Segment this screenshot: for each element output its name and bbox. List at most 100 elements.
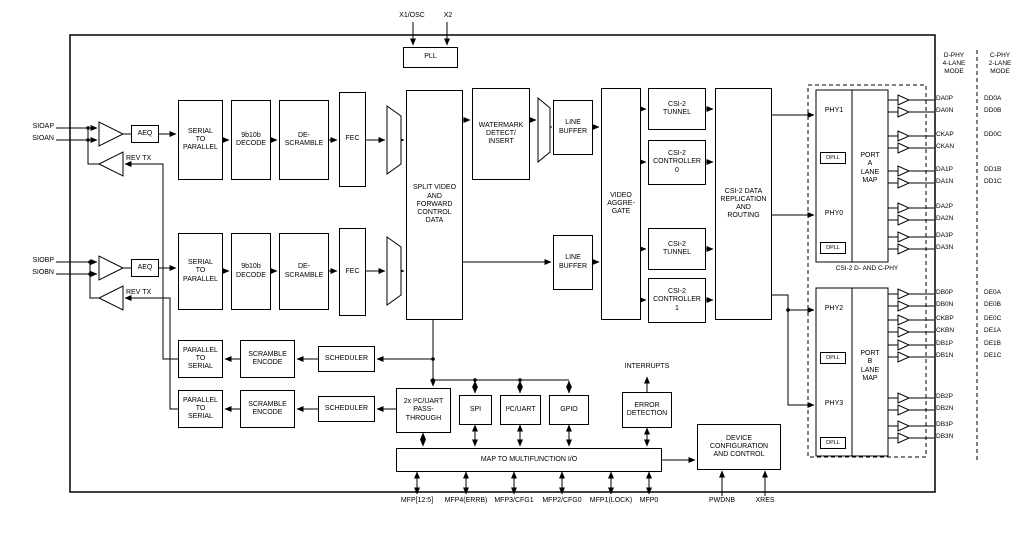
label-phy0: PHY0 (824, 210, 844, 217)
label-port-b-lane-map: PORT B LANE MAP (860, 350, 880, 383)
pin-label: CKBN (936, 327, 955, 334)
block-csi2-controller-0: CSI-2 CONTROLLER 0 (648, 140, 706, 185)
block-line-buffer-a: LINE BUFFER (553, 100, 593, 155)
pin-mfp1: MFP1(LOCK) (589, 497, 633, 504)
block-dpll-phy0: DPLL (820, 242, 846, 254)
label-phy1: PHY1 (824, 107, 844, 114)
pin-label: DB1P (936, 340, 953, 347)
pin-label: DB2P (936, 393, 953, 400)
pin-label: CKBP (936, 315, 954, 322)
pin-label: DA3P (936, 232, 953, 239)
pin-label: DB0N (936, 301, 954, 308)
chip-outline (69, 34, 936, 493)
label-rev-tx-b: REV TX (126, 289, 152, 296)
block-scheduler-a: SCHEDULER (318, 346, 375, 372)
pin-mfp3: MFP3/CFG1 (494, 497, 534, 504)
pin-mfp4: MFP4(ERRB) (444, 497, 488, 504)
pin-label: DD0C (984, 131, 1002, 138)
block-scramble-encode-a: SCRAMBLE ENCODE (240, 340, 295, 378)
block-scramble-encode-b: SCRAMBLE ENCODE (240, 390, 295, 428)
pin-label: DE1C (984, 352, 1002, 359)
pin-mfp12-5: MFP[12:5] (400, 497, 434, 504)
mux-icon (386, 236, 402, 306)
pin-label: CKAN (936, 143, 955, 150)
block-csi2-tunnel-0: CSI-2 TUNNEL (648, 88, 706, 130)
block-csi2-tunnel-1: CSI-2 TUNNEL (648, 228, 706, 270)
pin-label: DD0A (984, 95, 1002, 102)
label-cphy-mode: C-PHY 2-LANE MODE (988, 52, 1012, 75)
label-phy2: PHY2 (824, 305, 844, 312)
pin-mfp0: MFP0 (639, 497, 659, 504)
buffer-symbols (97, 96, 551, 311)
input-buffer-icon (98, 255, 125, 281)
pin-x1-osc: X1/OSC (399, 12, 425, 19)
pin-label: DE0A (984, 289, 1001, 296)
block-descramble-b: DE- SCRAMBLE (279, 233, 329, 310)
block-dpll-phy3: DPLL (820, 437, 846, 449)
pin-label: DA2N (936, 215, 954, 222)
block-aeq-b: AEQ (131, 259, 159, 277)
label-interrupts: INTERRUPTS (624, 363, 670, 370)
block-watermark: WATERMARK DETECT/ INSERT (472, 88, 530, 180)
pin-label: DB3P (936, 421, 953, 428)
pin-label: DD1B (984, 166, 1002, 173)
block-pll: PLL (403, 47, 458, 68)
block-fec-a: FEC (339, 92, 366, 187)
mux-icon (537, 96, 551, 164)
block-csi2-replication: CSI-2 DATA REPLICATION AND ROUTING (715, 88, 772, 320)
pin-label: DE0C (984, 315, 1002, 322)
block-line-buffer-b: LINE BUFFER (553, 235, 593, 290)
block-gpio: GPIO (549, 395, 589, 425)
block-i2c-uart-passthrough: 2x I²C/UART PASS- THROUGH (396, 388, 451, 433)
block-spi: SPI (459, 395, 492, 425)
pin-xres: XRES (755, 497, 775, 504)
block-device-config: DEVICE CONFIGURATION AND CONTROL (697, 424, 781, 470)
pin-pwdnb: PWDNB (708, 497, 736, 504)
block-csi2-controller-1: CSI-2 CONTROLLER 1 (648, 278, 706, 323)
block-descramble-a: DE- SCRAMBLE (279, 100, 329, 180)
block-9b10b-decode-b: 9b10b DECODE (231, 233, 271, 310)
pin-sioan: SIOAN (32, 135, 54, 142)
label-rev-tx-a: REV TX (126, 155, 152, 162)
pin-siobn: SIOBN (32, 269, 54, 276)
pin-label: DA1N (936, 178, 954, 185)
block-fec-b: FEC (339, 228, 366, 316)
pin-siobp: SIOBP (32, 257, 54, 264)
pin-label: DE1B (984, 340, 1001, 347)
label-phy3: PHY3 (824, 400, 844, 407)
block-aeq-a: AEQ (131, 125, 159, 143)
pin-label: DE0B (984, 301, 1001, 308)
block-serial-to-parallel-b: SERIAL TO PARALLEL (178, 233, 223, 310)
pin-label: DB0P (936, 289, 953, 296)
block-dpll-phy2: DPLL (820, 352, 846, 364)
signal-lines (56, 22, 978, 496)
pin-label: DA3N (936, 244, 954, 251)
pin-label: DA0P (936, 95, 953, 102)
block-i2c-uart: I²C/UART (500, 395, 541, 425)
label-port-a-lane-map: PORT A LANE MAP (860, 152, 880, 185)
pin-label: DB3N (936, 433, 954, 440)
pin-label: DB2N (936, 405, 954, 412)
block-scheduler-b: SCHEDULER (318, 396, 375, 422)
block-split-video: SPLIT VIDEO AND FORWARD CONTROL DATA (406, 90, 463, 320)
rev-tx-buffer-icon (97, 151, 124, 177)
pin-label: CKAP (936, 131, 954, 138)
pin-mfp2: MFP2/CFG0 (542, 497, 582, 504)
rev-tx-buffer-icon (97, 285, 124, 311)
input-buffer-icon (98, 121, 125, 147)
label-dphy-mode: D-PHY 4-LANE MODE (942, 52, 966, 75)
pin-label: DA1P (936, 166, 953, 173)
block-parallel-to-serial-a: PARALLEL TO SERIAL (178, 340, 223, 378)
pin-label: DA0N (936, 107, 954, 114)
block-dpll-phy1: DPLL (820, 152, 846, 164)
pin-label: DD0B (984, 107, 1002, 114)
block-9b10b-decode-a: 9b10b DECODE (231, 100, 271, 180)
block-video-aggregate: VIDEO AGGRE- GATE (601, 88, 641, 320)
block-map-mfio: MAP TO MULTIFUNCTION I/O (396, 448, 662, 472)
junction-dots (86, 126, 790, 382)
pin-label: DB1N (936, 352, 954, 359)
pin-label: DD1C (984, 178, 1002, 185)
block-serial-to-parallel-a: SERIAL TO PARALLEL (178, 100, 223, 180)
csi2-phy-dashed-box (807, 84, 927, 458)
block-error-detection: ERROR DETECTION (622, 392, 672, 428)
